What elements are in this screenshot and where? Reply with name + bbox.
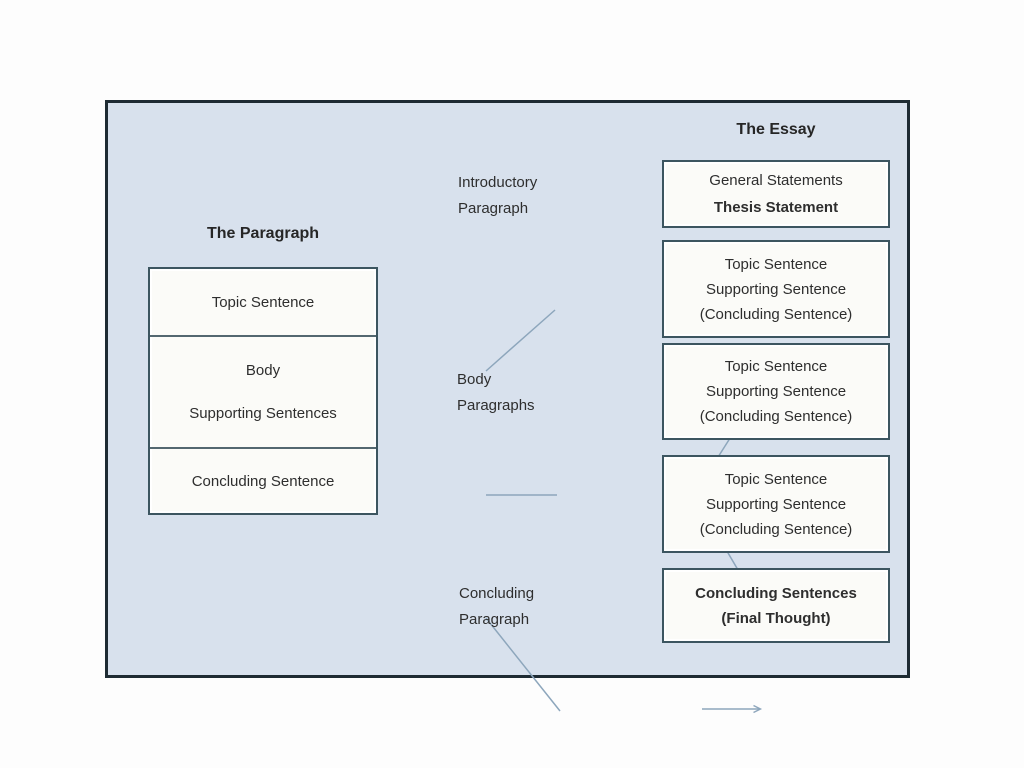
body-paragraphs-line1: Body xyxy=(457,371,492,388)
paragraph-section-concluding-sentence: Concluding Sentence xyxy=(150,449,376,513)
paragraph-section-topic-sentence: Topic Sentence xyxy=(150,269,376,335)
essay-column-title: The Essay xyxy=(736,121,816,138)
essay-introductory-paragraph-box: General Statements Thesis Statement xyxy=(662,160,890,228)
essay-body-paragraph-box-1: Topic Sentence Supporting Sentence (Conc… xyxy=(662,240,890,338)
topic-sentence-label: Topic Sentence xyxy=(211,293,315,311)
concluding-sentences-label: Concluding Sentences xyxy=(695,584,857,602)
body-box-3-topic-sentence: Topic Sentence xyxy=(724,470,828,488)
body-box-1-concluding-sentence: (Concluding Sentence) xyxy=(699,305,853,323)
thesis-statement-label: Thesis Statement xyxy=(713,199,839,216)
body-box-3-supporting-sentence: Supporting Sentence xyxy=(705,495,847,513)
paragraph-column-title: The Paragraph xyxy=(206,225,320,242)
introductory-paragraph-label: Introductory Paragraph xyxy=(458,170,537,222)
concluding-paragraph-line2: Paragraph xyxy=(459,611,530,628)
paragraph-section-body: Body Supporting Sentences xyxy=(150,335,376,449)
body-paragraphs-label: Body Paragraphs xyxy=(457,367,535,419)
body-paragraphs-line2: Paragraphs xyxy=(457,397,535,414)
body-box-1-topic-sentence: Topic Sentence xyxy=(724,255,828,273)
concluding-sentence-label: Concluding Sentence xyxy=(191,472,335,490)
body-box-2-supporting-sentence: Supporting Sentence xyxy=(705,383,847,400)
essay-body-paragraph-box-3: Topic Sentence Supporting Sentence (Conc… xyxy=(662,455,890,553)
introductory-paragraph-line2: Paragraph xyxy=(458,200,529,217)
body-box-2-topic-sentence: Topic Sentence xyxy=(724,358,828,375)
body-box-1-supporting-sentence: Supporting Sentence xyxy=(705,280,847,298)
general-statements-label: General Statements xyxy=(709,172,843,189)
body-box-2-concluding-sentence: (Concluding Sentence) xyxy=(699,408,853,425)
body-label: Body xyxy=(245,362,281,380)
introductory-paragraph-line1: Introductory xyxy=(458,174,538,191)
body-box-3-concluding-sentence: (Concluding Sentence) xyxy=(699,520,853,538)
concluding-paragraph-line1: Concluding xyxy=(459,585,535,602)
final-thought-label: (Final Thought) xyxy=(721,609,831,627)
connector-paragraph-to-introductory xyxy=(485,309,556,372)
supporting-sentences-label: Supporting Sentences xyxy=(189,404,337,422)
essay-concluding-paragraph-box: Concluding Sentences (Final Thought) xyxy=(662,568,890,643)
paragraph-structure-box: Topic Sentence Body Supporting Sentences… xyxy=(148,267,378,515)
concluding-paragraph-label: Concluding Paragraph xyxy=(459,581,534,633)
essay-body-paragraph-box-2: Topic Sentence Supporting Sentence (Conc… xyxy=(662,343,890,440)
